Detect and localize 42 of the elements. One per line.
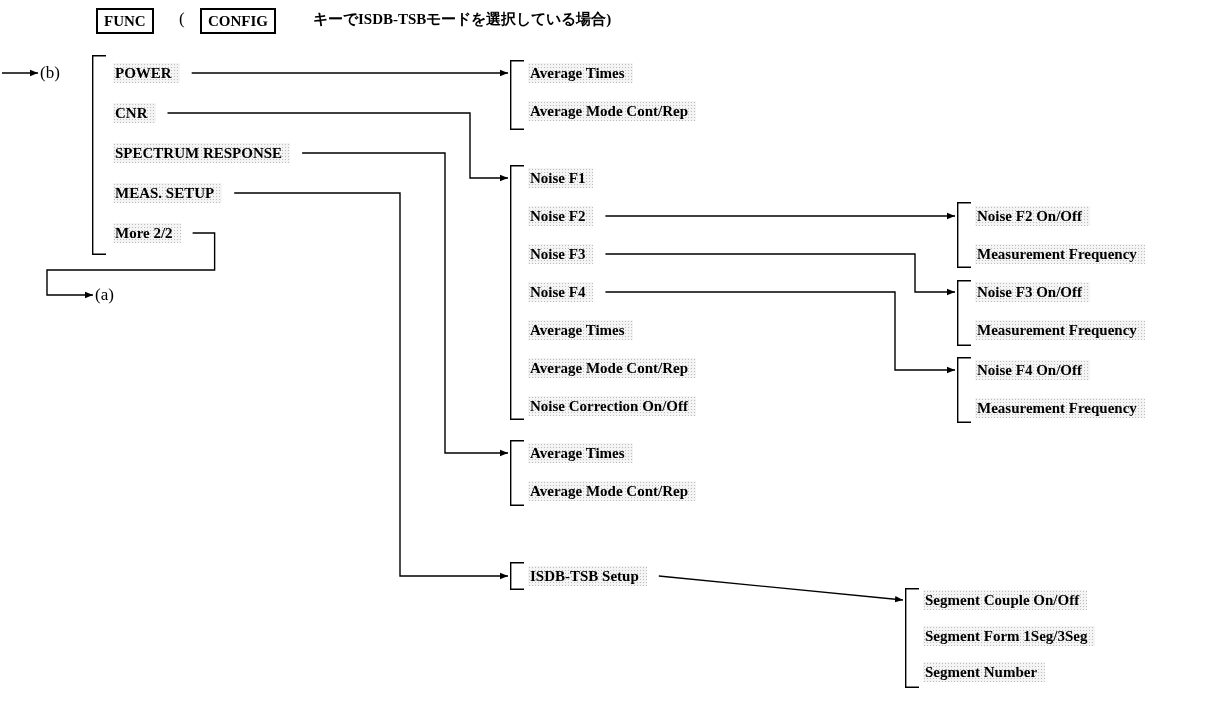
arrow <box>604 212 956 220</box>
note-text: キーでISDB-TSBモードを選択している場合) <box>313 10 612 29</box>
key-button: CONFIG <box>200 8 276 34</box>
menu-item: Average Mode Cont/Rep <box>528 358 697 378</box>
menu-item: Noise F1 <box>528 168 594 188</box>
menu-item: Measurement Frequency <box>975 398 1145 418</box>
menu-item: Noise F2 <box>528 206 594 226</box>
menu-item: Noise F2 On/Off <box>975 206 1090 226</box>
arrow <box>233 192 509 580</box>
menu-item: Average Times <box>528 320 633 340</box>
menu-item: Average Times <box>528 443 633 463</box>
menu-item: CNR <box>113 103 156 123</box>
menu-item: Average Times <box>528 63 633 83</box>
menu-item: Noise F3 On/Off <box>975 282 1090 302</box>
arrow <box>166 112 509 182</box>
menu-item: SPECTRUM RESPONSE <box>113 143 291 163</box>
menu-item: Noise Correction On/Off <box>528 396 697 416</box>
note-text: ( <box>179 8 185 30</box>
menu-item: MEAS. SETUP <box>113 183 223 203</box>
menu-item: Measurement Frequency <box>975 244 1145 264</box>
arrow <box>46 232 216 299</box>
menu-item: Segment Form 1Seg/3Seg <box>923 626 1096 646</box>
arrow <box>658 575 904 603</box>
menu-item: Segment Number <box>923 662 1046 682</box>
menu-item: Segment Couple On/Off <box>923 590 1088 610</box>
menu-item: POWER <box>113 63 180 83</box>
arrow <box>1 69 39 77</box>
arrow <box>604 291 956 374</box>
menu-item: Measurement Frequency <box>975 320 1145 340</box>
menu-item: Average Mode Cont/Rep <box>528 481 697 501</box>
arrow <box>190 69 509 77</box>
menu-item: Noise F3 <box>528 244 594 264</box>
key-button: FUNC <box>96 8 154 34</box>
arrow <box>604 253 956 296</box>
arrow <box>301 152 509 457</box>
menu-item: Noise F4 <box>528 282 594 302</box>
menu-item: Average Mode Cont/Rep <box>528 101 697 121</box>
menu-item: Noise F4 On/Off <box>975 360 1090 380</box>
menu-ref: (a) <box>95 284 114 306</box>
menu-ref: (b) <box>40 62 60 84</box>
menu-item: More 2/2 <box>113 223 181 243</box>
menu-item: ISDB-TSB Setup <box>528 566 647 586</box>
